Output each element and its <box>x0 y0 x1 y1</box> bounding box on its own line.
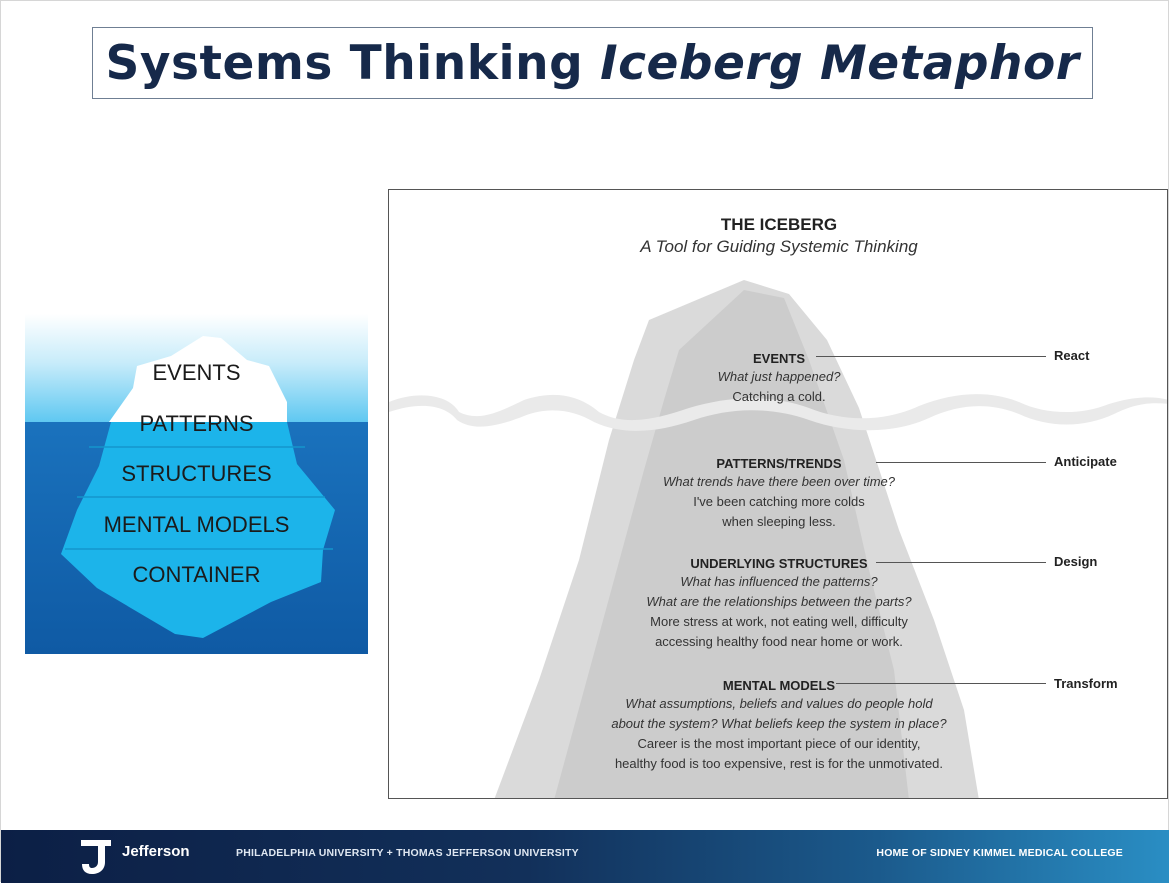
level-structures-question-1: What has influenced the patterns? <box>680 574 878 589</box>
action-transform: Transform <box>1054 676 1118 691</box>
level-structures-question-2: What are the relationships between the p… <box>646 594 912 609</box>
footer-university-text: PHILADELPHIA UNIVERSITY + THOMAS JEFFERS… <box>236 847 579 859</box>
action-anticipate: Anticipate <box>1054 454 1117 469</box>
iceberg-tool-panel: THE ICEBERG A Tool for Guiding Systemic … <box>388 189 1168 799</box>
small-iceberg-graphic <box>25 314 368 654</box>
small-iceberg-label-mental-models: MENTAL MODELS <box>103 512 290 537</box>
level-mental-models-heading: MENTAL MODELS <box>722 678 836 693</box>
small-iceberg-label-structures: STRUCTURES <box>121 461 272 486</box>
level-patterns-heading: PATTERNS/TRENDS <box>716 456 842 471</box>
level-mental-models-example-2: healthy food is too expensive, rest is f… <box>614 756 944 771</box>
level-mental-models-example-1: Career is the most important piece of ou… <box>637 736 921 751</box>
leader-line-patterns <box>876 462 1046 463</box>
slide-title: Systems Thinking Iceberg Metaphor <box>106 36 1080 91</box>
action-design: Design <box>1054 554 1098 569</box>
level-mental-models-question-1: What assumptions, beliefs and values do … <box>625 696 933 711</box>
action-react: React <box>1054 348 1090 363</box>
iceberg-background-graphic <box>389 280 1167 798</box>
jefferson-brand-name: Jefferson <box>122 843 190 860</box>
level-patterns: PATTERNS/TRENDS What trends have there b… <box>549 453 1009 532</box>
title-plain: Systems Thinking <box>105 35 601 91</box>
footer-home-text: HOME OF SIDNEY KIMMEL MEDICAL COLLEGE <box>876 847 1123 859</box>
footer-bar: Jefferson PHILADELPHIA UNIVERSITY + THOM… <box>1 830 1169 883</box>
level-events-heading: EVENTS <box>752 351 805 366</box>
level-patterns-example-2: when sleeping less. <box>722 514 836 529</box>
title-italic: Iceberg Metaphor <box>600 35 1080 91</box>
level-structures-example-2: accessing healthy food near home or work… <box>655 634 903 649</box>
level-events-question: What just happened? <box>717 369 841 384</box>
level-events-example: Catching a cold. <box>732 389 826 404</box>
level-structures: UNDERLYING STRUCTURES What has influence… <box>549 553 1009 652</box>
level-mental-models: MENTAL MODELS What assumptions, beliefs … <box>549 675 1009 774</box>
small-iceberg-label-container: CONTAINER <box>132 562 261 587</box>
panel-subtitle: A Tool for Guiding Systemic Thinking <box>640 237 918 256</box>
leader-line-mental-models <box>836 683 1046 684</box>
level-structures-heading: UNDERLYING STRUCTURES <box>690 556 868 571</box>
title-box: Systems Thinking Iceberg Metaphor <box>92 27 1093 99</box>
leader-line-events <box>816 356 1046 357</box>
level-structures-example-1: More stress at work, not eating well, di… <box>650 614 908 629</box>
panel-title: THE ICEBERG <box>720 215 838 234</box>
jefferson-logo-icon <box>81 840 111 874</box>
level-mental-models-question-2: about the system? What beliefs keep the … <box>611 716 947 731</box>
small-iceberg-label-events: EVENTS <box>152 360 241 385</box>
level-patterns-question: What trends have there been over time? <box>663 474 895 489</box>
small-iceberg-label-patterns: PATTERNS <box>139 411 254 436</box>
leader-line-structures <box>876 562 1046 563</box>
small-iceberg-illustration: EVENTS PATTERNS STRUCTURES MENTAL MODELS… <box>25 314 368 654</box>
level-patterns-example-1: I've been catching more colds <box>693 494 865 509</box>
level-events: EVENTS What just happened? Catching a co… <box>549 348 1009 407</box>
